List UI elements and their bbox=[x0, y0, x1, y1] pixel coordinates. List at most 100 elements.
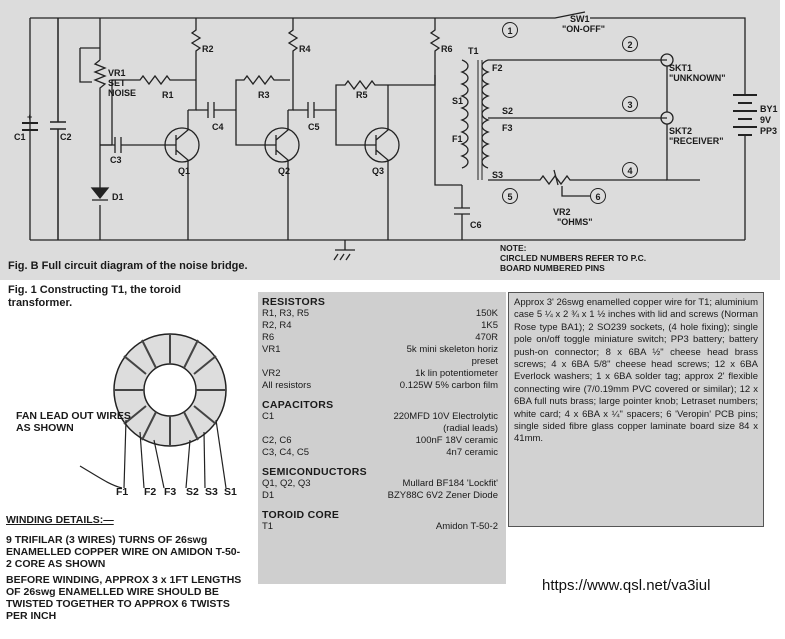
label-battery-voltage: 9V bbox=[760, 115, 772, 125]
pin-6: 6 bbox=[590, 188, 606, 204]
lead-s3: S3 bbox=[205, 486, 218, 498]
d1-zener-symbol bbox=[90, 187, 110, 201]
r2-resistor-symbol bbox=[188, 18, 202, 111]
note-title: NOTE: bbox=[500, 243, 527, 253]
c3-capacitor-symbol bbox=[100, 137, 168, 153]
label-vr2: VR2 bbox=[553, 207, 571, 217]
miscellaneous-parts-panel: Approx 3' 26swg enamelled copper wire fo… bbox=[508, 292, 764, 527]
circuit-schematic bbox=[22, 11, 757, 261]
lead-f2: F2 bbox=[144, 486, 157, 498]
circuit-caption: Fig. B Full circuit diagram of the noise… bbox=[8, 260, 248, 272]
toroid-caption: Fig. 1 Constructing T1, the toroid trans… bbox=[8, 284, 181, 309]
label-r5: R5 bbox=[356, 90, 368, 100]
lead-f3: F3 bbox=[164, 486, 177, 498]
pin-4: 4 bbox=[622, 162, 638, 178]
pin-1: 1 bbox=[502, 22, 518, 38]
winding-details-1: 9 TRIFILAR (3 WIRES) TURNS OF 26swg ENAM… bbox=[6, 534, 241, 570]
t1-secondary-winding bbox=[481, 59, 490, 169]
toroid-panel: Fig. 1 Constructing T1, the toroid trans… bbox=[0, 282, 250, 639]
label-r3: R3 bbox=[258, 90, 270, 100]
label-d1: D1 bbox=[112, 192, 124, 202]
miscellaneous-parts-text: Approx 3' 26swg enamelled copper wire fo… bbox=[514, 297, 759, 445]
pin-5: 5 bbox=[502, 188, 518, 204]
label-battery: BY1 bbox=[760, 104, 778, 114]
parts-row: (radial leads) bbox=[443, 423, 498, 434]
q1-transistor-symbol bbox=[164, 127, 200, 163]
winding-details-2: BEFORE WINDING, APPROX 3 x 1FT LENGTHS O… bbox=[6, 574, 242, 622]
label-c3: C3 bbox=[110, 155, 122, 165]
pin-3: 3 bbox=[622, 96, 638, 112]
c5-capacitor-symbol bbox=[293, 102, 336, 118]
label-q3: Q3 bbox=[372, 166, 385, 176]
q3-transistor-symbol bbox=[364, 127, 400, 163]
label-skt2: SKT2 bbox=[669, 126, 693, 136]
lead-s1: S1 bbox=[224, 486, 237, 498]
label-q2: Q2 bbox=[278, 166, 291, 176]
c6-capacitor-symbol bbox=[454, 185, 470, 240]
sw1-switch-symbol bbox=[520, 11, 746, 95]
label-t1: T1 bbox=[468, 46, 479, 56]
semiconductors-heading: SEMICONDUCTORS bbox=[262, 466, 367, 478]
c1-capacitor-symbol bbox=[22, 122, 38, 131]
note-text: CIRCLED NUMBERS REFER TO P.C. BOARD NUMB… bbox=[500, 253, 647, 273]
label-vr1-set: SET bbox=[108, 78, 126, 88]
label-c2: C2 bbox=[60, 132, 72, 142]
c4-capacitor-symbol bbox=[196, 102, 236, 118]
capacitors-heading: CAPACITORS bbox=[262, 399, 334, 411]
label-f3: F3 bbox=[502, 123, 513, 133]
label-vr1: VR1 bbox=[108, 68, 126, 78]
r5-resistor-symbol bbox=[335, 79, 388, 110]
winding-title: WINDING DETAILS:— bbox=[6, 514, 114, 526]
label-f1: F1 bbox=[452, 134, 463, 144]
label-c6: C6 bbox=[470, 220, 482, 230]
label-c5: C5 bbox=[308, 122, 320, 132]
parts-row: preset bbox=[471, 356, 498, 367]
label-r2: R2 bbox=[202, 44, 214, 54]
pin-2: 2 bbox=[622, 36, 638, 52]
circuit-diagram-panel: C1 + C2 C3 C4 C5 C6 R1 R2 R3 R4 R5 R6 VR… bbox=[0, 0, 780, 280]
label-skt1: SKT1 bbox=[669, 63, 693, 73]
label-c1: C1 bbox=[14, 132, 26, 142]
ground-symbol bbox=[333, 240, 355, 261]
q2-transistor-symbol bbox=[264, 127, 300, 163]
vr2-pot-symbol bbox=[488, 174, 667, 186]
label-f2: F2 bbox=[492, 63, 503, 73]
label-q1: Q1 bbox=[178, 166, 191, 176]
r6-resistor-symbol bbox=[429, 18, 441, 75]
label-s1: S1 bbox=[452, 96, 464, 106]
label-vr1-noise: NOISE bbox=[108, 88, 137, 98]
label-s3: S3 bbox=[492, 170, 504, 180]
label-c4: C4 bbox=[212, 122, 224, 132]
label-vr2-desc: "OHMS" bbox=[557, 217, 593, 227]
c2-capacitor-symbol bbox=[50, 18, 66, 240]
label-r1: R1 bbox=[162, 90, 174, 100]
battery-symbol bbox=[733, 94, 757, 136]
r3-resistor-symbol bbox=[235, 74, 290, 110]
label-r4: R4 bbox=[299, 44, 311, 54]
t1-primary-winding bbox=[460, 59, 469, 169]
label-r6: R6 bbox=[441, 44, 453, 54]
source-url: https://www.qsl.net/va3iul bbox=[542, 577, 711, 594]
label-sw1: SW1 bbox=[570, 14, 590, 24]
lead-f1: F1 bbox=[116, 486, 129, 498]
label-sw1-desc: "ON-OFF" bbox=[562, 24, 606, 34]
fan-lead-note: FAN LEAD OUT WIRES AS SHOWN bbox=[16, 410, 131, 434]
resistors-heading: RESISTORS bbox=[262, 296, 326, 308]
label-s2: S2 bbox=[502, 106, 514, 116]
r4-resistor-symbol bbox=[287, 18, 299, 111]
